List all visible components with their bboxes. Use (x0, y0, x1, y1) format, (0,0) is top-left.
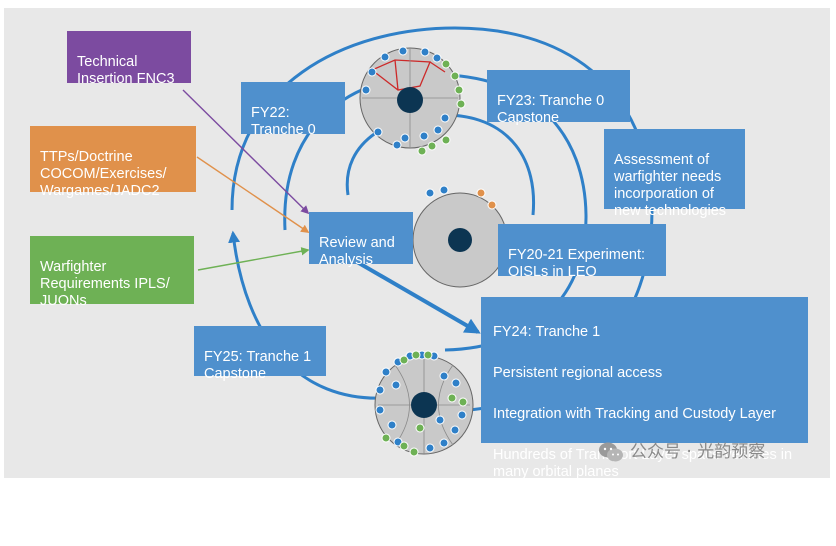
ttps-doctrine-label: TTPs/Doctrine COCOM/Exercises/ Wargames/… (40, 149, 167, 199)
assessment-label: Assessment of warfighter needs incorpora… (614, 152, 727, 219)
globe-core (397, 87, 423, 113)
wechat-icon (599, 442, 623, 462)
tranche1-globe (374, 350, 474, 457)
fy25-box: FY25: Tranche 1 Capstone (194, 326, 326, 382)
fy23-label: FY23: Tranche 0 Capstone (497, 93, 605, 126)
fy24-bullet: Persistent regional access (493, 365, 663, 381)
ttps-doctrine-box: TTPs/Doctrine COCOM/Exercises/ Wargames/… (30, 126, 196, 199)
technical-insertion-arrow (182, 89, 310, 215)
experiment-globe (412, 185, 508, 288)
review-analysis-box: Review and Analysis (309, 212, 413, 268)
spiral-diagram (182, 26, 654, 457)
watermark: 公众号 · 光韵预察 (598, 440, 765, 464)
technical-insertion-box: Technical Insertion FNC3 (67, 31, 191, 87)
fy24-bullet: Hundreds of Transport Layer space vehicl… (493, 447, 793, 480)
fy24-bullet: Integration with Tracking and Custody La… (493, 406, 776, 422)
fy20-21-box: FY20-21 Experiment: OISLs in LEO (498, 224, 666, 280)
fy20-21-label: FY20-21 Experiment: OISLs in LEO (508, 247, 646, 280)
fy22-label: FY22: Tranche 0 (251, 105, 316, 138)
ttps-doctrine-arrow (196, 156, 310, 233)
fy25-label: FY25: Tranche 1 Capstone (204, 349, 312, 382)
warfighter-requirements-arrow (197, 247, 310, 271)
fy24-box: FY24: Tranche 1 Persistent regional acce… (481, 297, 808, 521)
tranche1-arrow (343, 253, 481, 334)
fy23-box: FY23: Tranche 0 Capstone (487, 70, 630, 126)
watermark-text: 公众号 · 光韵预察 (630, 442, 766, 462)
fy22-box: FY22: Tranche 0 (241, 82, 345, 138)
warfighter-requirements-box: Warfighter Requirements IPLS/ JUONs (30, 236, 194, 309)
globe-core (411, 392, 437, 418)
fy24-title: FY24: Tranche 1 (493, 324, 601, 340)
technical-insertion-label: Technical Insertion FNC3 (77, 54, 175, 87)
review-analysis-label: Review and Analysis (319, 235, 395, 268)
warfighter-requirements-label: Warfighter Requirements IPLS/ JUONs (40, 259, 170, 309)
tranche0-globe (359, 46, 466, 156)
assessment-box: Assessment of warfighter needs incorpora… (604, 129, 745, 219)
globe-core (448, 228, 472, 252)
fy24-bullet: Potentially other mission payloads (493, 505, 713, 521)
